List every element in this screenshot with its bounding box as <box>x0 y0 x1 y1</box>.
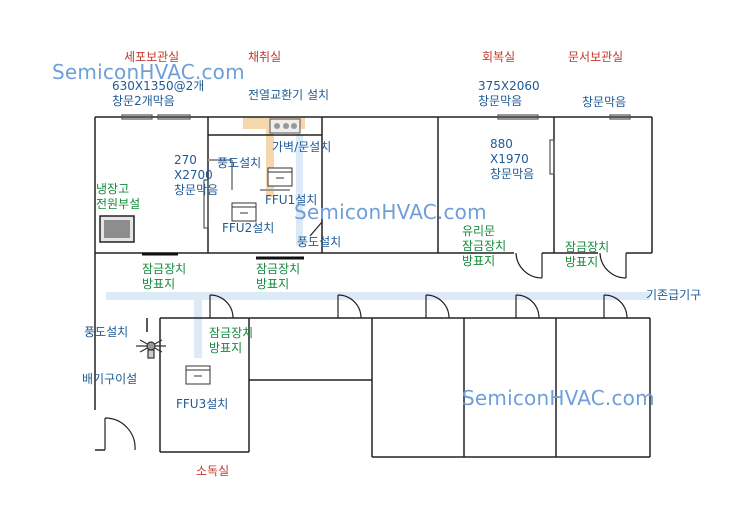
ffu-3-icon <box>185 365 211 385</box>
note-duct-3: 풍도설치 <box>84 325 129 339</box>
door-swings <box>104 221 628 451</box>
watermark-top-left: SemiconHVAC.com <box>52 60 245 84</box>
watermark-bottom-right: SemiconHVAC.com <box>462 386 655 410</box>
note-partition-door: 가벽/문설치 <box>272 140 332 154</box>
note-duct-1: 풍도설치 <box>217 156 262 170</box>
exhaust-fan-icon <box>136 339 166 359</box>
note-lock-signage-1: 잠금장치 방표지 <box>142 262 187 291</box>
room-name-recovery: 회복실 <box>482 50 516 64</box>
note-ffu3: FFU3설치 <box>176 397 229 411</box>
duct-lines <box>106 134 650 358</box>
note-window-880: 880 X1970 창문막음 <box>490 137 535 181</box>
note-existing-supply: 기존급기구 <box>646 288 702 302</box>
room-name-cell-storage: 세포보관실 <box>124 50 180 64</box>
note-window-recovery: 375X2060 창문막음 <box>478 79 540 108</box>
walls <box>94 116 653 458</box>
room-name-document-storage: 문서보관실 <box>568 50 624 64</box>
partition-walls <box>208 159 290 191</box>
note-glass-door-lock: 유리문 잠금장치 방표지 <box>462 224 507 268</box>
note-window-270: 270 X2700 창문막음 <box>174 153 219 197</box>
note-hrv-install: 전열교환기 설치 <box>248 88 330 102</box>
note-window-cell-storage: 630X1350@2개 창문2개막음 <box>112 79 205 108</box>
note-exhaust-relocate: 배기구이설 <box>82 372 138 386</box>
room-name-disinfection: 소독실 <box>196 464 230 478</box>
note-ffu1: FFU1설치 <box>265 193 318 207</box>
note-window-document: 창문막음 <box>582 95 627 109</box>
note-lock-signage-5: 잠금장치 방표지 <box>209 326 254 355</box>
hrv-unit <box>269 118 301 134</box>
ffu-1-icon <box>267 167 293 187</box>
fridge-icon <box>99 215 135 243</box>
note-lock-signage-4: 잠금장치 방표지 <box>565 240 610 269</box>
windows <box>121 114 631 229</box>
note-ffu2: FFU2설치 <box>222 221 275 235</box>
lock-marks <box>142 252 304 260</box>
ffu-2-icon <box>231 202 257 222</box>
note-lock-signage-2: 잠금장치 방표지 <box>256 262 301 291</box>
room-name-collection: 채취실 <box>248 50 282 64</box>
watermark-center: SemiconHVAC.com <box>294 200 487 224</box>
note-duct-2: 풍도설치 <box>297 235 342 249</box>
note-fridge-power: 냉장고 전원부설 <box>96 182 141 211</box>
